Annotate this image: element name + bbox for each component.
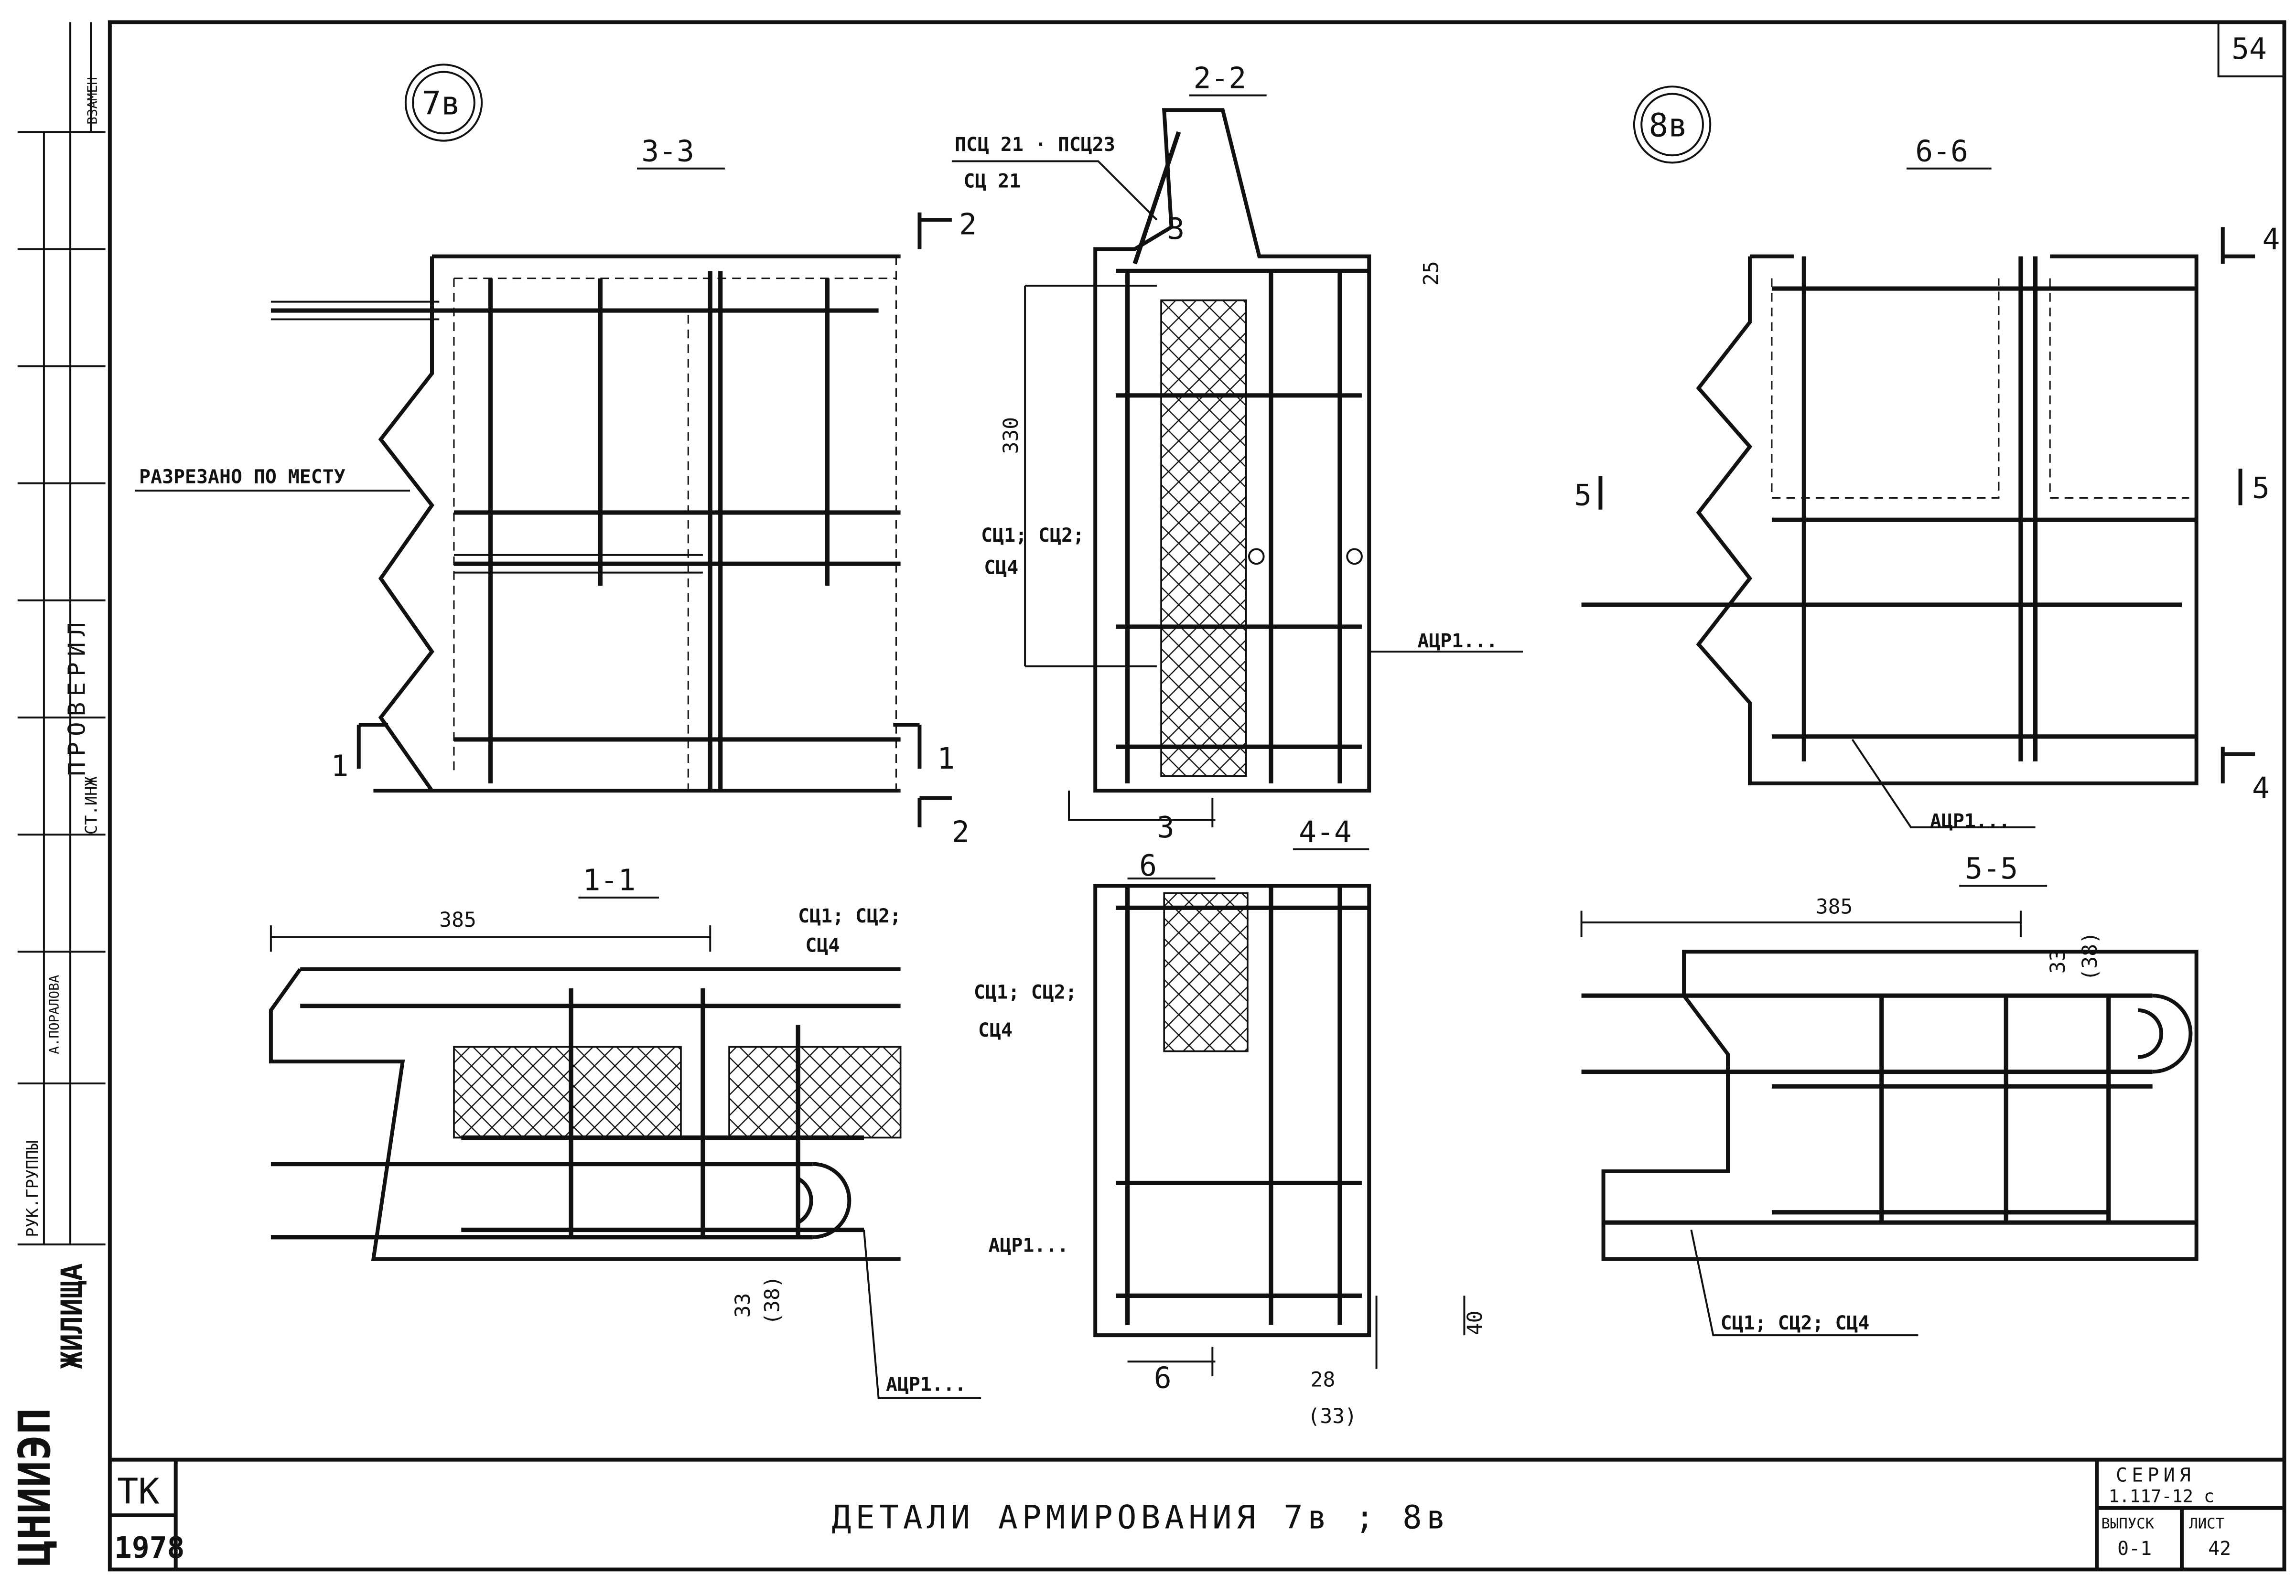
section-3-3: 3-3 bbox=[641, 134, 694, 168]
psc-label: ПСЦ 21 · ПСЦ23 bbox=[955, 134, 1115, 156]
section-4-4: 4-4 bbox=[1299, 815, 1352, 849]
org-logo: ЦНИИЭП bbox=[9, 1408, 60, 1566]
checked-label: ПРОВЕРИЛ bbox=[63, 616, 91, 776]
code: ТК bbox=[117, 1472, 160, 1512]
dim-33-c: (33) bbox=[1308, 1404, 1357, 1428]
dim-38-a: (38) bbox=[760, 1275, 784, 1325]
dim-40: 40 bbox=[1463, 1310, 1487, 1335]
acr-label-4: АЦР1... bbox=[886, 1374, 966, 1396]
cut-in-place-label: РАЗРЕЗАНО ПО МЕСТУ bbox=[139, 466, 345, 488]
sheet-number: 54 bbox=[2231, 32, 2267, 66]
sc4-label-2: СЦ4 bbox=[984, 557, 1018, 579]
sheet-label: ЛИСТ bbox=[2189, 1516, 2224, 1532]
cut-4-top: 4 bbox=[2263, 222, 2280, 256]
org-subtitle: ЖИЛИЩА bbox=[55, 1263, 89, 1369]
approval-stamp: ВЗАМЕН ПРОВЕРИЛ СТ.ИНЖ РУК.ГРУППЫ А.ПОРА… bbox=[9, 77, 100, 1566]
annotations: СЦ1; СЦ2; СЦ4 СЦ1; СЦ2; СЦ4 СЦ1; СЦ2; СЦ… bbox=[798, 525, 2036, 1399]
section-2-2: 2-2 bbox=[1193, 61, 1246, 95]
dim-385-b: 385 bbox=[1816, 895, 1853, 919]
acr-label-2: АЦР1... bbox=[1930, 810, 2010, 832]
replace-label: ВЗАМЕН bbox=[84, 77, 100, 125]
section-5-5: 5-5 bbox=[1965, 852, 2018, 886]
cut-3-top: 3 bbox=[1167, 212, 1185, 246]
cut-3-bottom: 3 bbox=[1157, 811, 1175, 845]
group-head-label: РУК.ГРУППЫ bbox=[23, 1140, 42, 1237]
sc4-label-3: СЦ4 bbox=[978, 1019, 1013, 1041]
section-5-5-drawing bbox=[1580, 910, 2199, 1261]
cut-4-bottom: 4 bbox=[2252, 771, 2270, 805]
section-6-6: 6-6 bbox=[1915, 134, 1968, 168]
cut-2-bottom: 2 bbox=[952, 815, 970, 849]
dim-25: 25 bbox=[1419, 261, 1443, 286]
dim-385-a: 385 bbox=[439, 908, 476, 932]
cut-6-bottom: 6 bbox=[1154, 1361, 1172, 1395]
issue-label: ВЫПУСК bbox=[2101, 1516, 2154, 1532]
cut-marks: 1 1 2 2 3 3 4 4 5 5 6 6 bbox=[331, 208, 2280, 1395]
issue-value: 0-1 bbox=[2117, 1538, 2152, 1560]
cut-5-left: 5 bbox=[1574, 479, 1592, 513]
cut-5-right: 5 bbox=[2252, 471, 2270, 505]
drawing-title: ДЕТАЛИ АРМИРОВАНИЯ 7в ; 8в bbox=[832, 1499, 1450, 1536]
dim-33-b: 33 bbox=[2046, 949, 2070, 974]
cut-6-top: 6 bbox=[1139, 849, 1157, 883]
node-8-label: 8в bbox=[1649, 106, 1688, 144]
cut-2-top: 2 bbox=[959, 208, 977, 242]
section-1-1-drawing bbox=[269, 925, 902, 1261]
section-titles: 3-3 2-2 6-6 1-1 4-4 5-5 bbox=[578, 61, 2048, 899]
section-2-2-drawing bbox=[1024, 108, 1371, 827]
dim-330: 330 bbox=[999, 417, 1023, 454]
node-marker-8: 8в bbox=[1633, 86, 1712, 164]
group-head-name: А.ПОРАЛОВА bbox=[46, 975, 62, 1054]
dim-28: 28 bbox=[1311, 1368, 1336, 1392]
section-6-6-drawing bbox=[1581, 254, 2199, 785]
series-value: 1.117-12 с bbox=[2109, 1486, 2214, 1506]
cut-1-right: 1 bbox=[937, 742, 955, 776]
sc124-label: СЦ1; СЦ2; СЦ4 bbox=[1721, 1312, 1870, 1334]
sc12-label-1: СЦ1; СЦ2; bbox=[798, 905, 901, 927]
sheet-frame bbox=[17, 20, 2286, 1572]
cut-1-left: 1 bbox=[331, 750, 349, 783]
dimensions: 385 385 330 25 33 (38) 33 (38) 40 28 (33… bbox=[439, 261, 2102, 1428]
section-1-1: 1-1 bbox=[583, 864, 636, 898]
year: 1978 bbox=[114, 1531, 185, 1565]
sc21-label: СЦ 21 bbox=[963, 171, 1021, 193]
series-label: СЕРИЯ bbox=[2116, 1465, 2195, 1487]
node-marker-7: 7в bbox=[404, 64, 483, 142]
sc4-label-1: СЦ4 bbox=[805, 934, 840, 956]
acr-label-3: АЦР1... bbox=[988, 1234, 1068, 1256]
sc12-label-2: СЦ1; СЦ2; bbox=[981, 525, 1084, 546]
senior-engineer-label: СТ.ИНЖ bbox=[82, 776, 100, 835]
acr-label-1: АЦР1... bbox=[1417, 630, 1498, 652]
dim-38-b: (38) bbox=[2078, 932, 2102, 981]
section-3-3-drawing bbox=[270, 254, 901, 793]
node-7-label: 7в bbox=[422, 84, 461, 122]
sheet-value: 42 bbox=[2208, 1538, 2231, 1560]
dim-33-a: 33 bbox=[731, 1293, 755, 1318]
title-block: ТК 1978 ДЕТАЛИ АРМИРОВАНИЯ 7в ; 8в СЕРИЯ… bbox=[114, 1465, 2231, 1565]
sc12-label-3: СЦ1; СЦ2; bbox=[974, 981, 1077, 1003]
section-4-4-drawing bbox=[1093, 878, 1466, 1376]
